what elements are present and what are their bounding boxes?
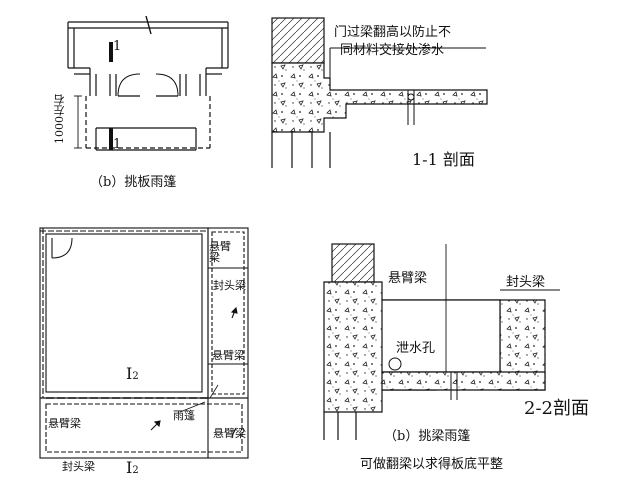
beam-canopy-plan [39,227,249,459]
section-1-1-title: 1-1 剖面 [412,150,475,169]
label-cantilever-beam-mid: 悬臂梁 [212,349,245,362]
section-mark-2-bottom-number: 2 [132,465,139,476]
label-drain-hole: 泄水孔 [396,341,436,356]
label-canopy: 雨篷 [173,409,195,422]
label-end-beam-bottom: 封头梁 [62,460,95,473]
section-mark-2-bottom: I2 [126,458,139,477]
label-cantilever-beam-right: 悬臂梁 [213,427,246,440]
note-flush-slab: 可做翻梁以求得板底平整 [360,457,504,472]
section-1-1 [271,17,488,168]
label-cantilever-beam-top: 悬臂梁 [209,240,231,264]
section-mark-1-top: 1 [113,39,122,54]
caption-beam-canopy: （b）挑梁雨篷 [384,429,471,444]
section-2-2-title: 2-2剖面 [524,398,589,419]
section-mark-2-mid: I2 [126,364,139,383]
slab-canopy-plan [67,15,229,151]
label-cantilever-beam-left: 悬臂梁 [48,417,81,430]
dimension-label: 1000左右 [53,94,66,144]
caption-slab-canopy: （b）挑板雨篷 [90,175,177,190]
label-end-beam-section: 封头梁 [506,275,546,290]
note-line-2: 同材料交接处渗水 [340,43,445,58]
label-end-beam-right: 封头梁 [213,279,246,292]
section-2-2 [323,243,560,440]
note-line-1: 门过梁翻高以防止不 [334,25,452,40]
section-mark-1-bottom: 1 [113,137,122,152]
section-mark-2-mid-number: 2 [132,371,139,382]
label-cantilever-beam-section: 悬臂梁 [388,271,428,286]
